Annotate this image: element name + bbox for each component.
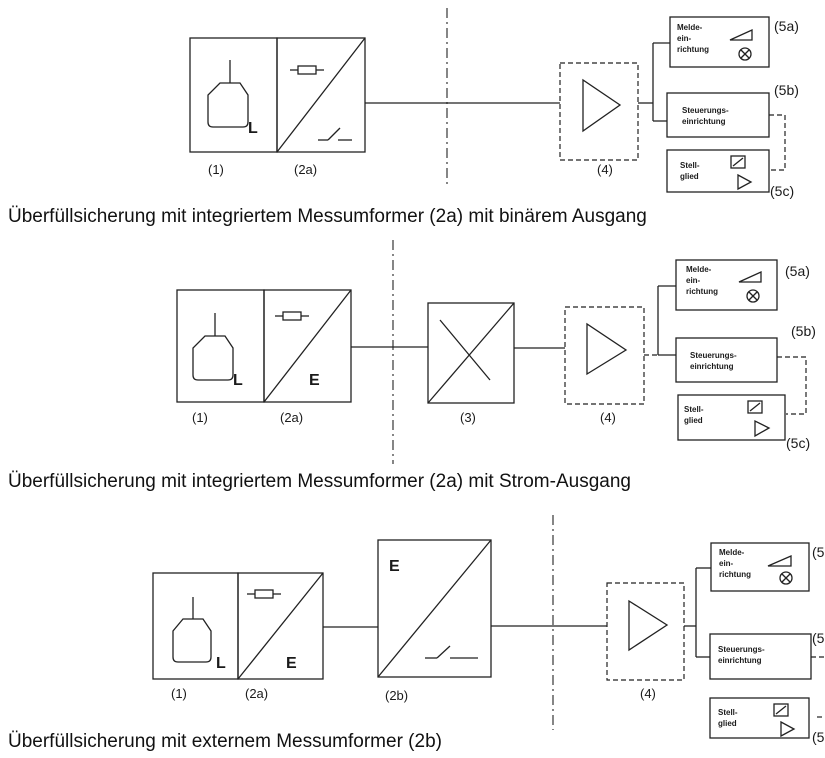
resistor-icon <box>275 311 309 321</box>
level-sensor-icon <box>207 60 249 128</box>
svg-text:(3): (3) <box>460 410 476 425</box>
svg-text:(5: (5 <box>812 729 825 745</box>
level-letter: L <box>248 120 258 137</box>
svg-text:(5a): (5a) <box>774 18 799 34</box>
svg-text:Stell-glied: Stell-glied <box>684 405 704 425</box>
svg-text:(5: (5 <box>812 544 825 560</box>
svg-text:(2b): (2b) <box>385 688 408 703</box>
svg-text:(2a): (2a) <box>245 686 268 701</box>
amplifier-box <box>559 62 639 161</box>
svg-text:(5c): (5c) <box>786 435 810 451</box>
control-unit-box <box>675 337 778 383</box>
diagram-current-output: L E Melde-ein-richtung (5a) <box>8 240 816 492</box>
diagram-external-converter: L E E Melde-ein-richtung <box>8 515 825 752</box>
svg-text:E: E <box>286 655 297 672</box>
svg-text:(2a): (2a) <box>280 410 303 425</box>
svg-text:(1): (1) <box>208 162 224 177</box>
svg-text:(5b): (5b) <box>774 82 799 98</box>
lamp-icon <box>738 47 752 61</box>
level-sensor-icon <box>172 597 212 663</box>
svg-text:(2a): (2a) <box>294 162 317 177</box>
svg-text:L: L <box>216 655 226 672</box>
svg-text:Melde-ein-richtung: Melde-ein-richtung <box>686 265 718 296</box>
converter-box <box>276 37 366 153</box>
svg-text:Melde-ein-richtung: Melde-ein-richtung <box>677 23 709 54</box>
actuator-icon <box>773 703 796 738</box>
svg-text:Stell-glied: Stell-glied <box>718 708 738 728</box>
svg-text:(5: (5 <box>812 630 825 646</box>
actuator-box <box>666 149 770 193</box>
caption-1: Überfüllsicherung mit integriertem Messu… <box>8 206 647 227</box>
control-unit-box <box>666 92 770 138</box>
lamp-icon <box>779 571 793 585</box>
actuator-icon <box>730 155 753 191</box>
svg-text:(5a): (5a) <box>785 263 810 279</box>
amplifier-triangle-icon <box>586 322 628 376</box>
sensor-box <box>189 37 278 153</box>
caption-2: Überfüllsicherung mit integriertem Messu… <box>8 471 631 492</box>
svg-text:(4): (4) <box>640 686 656 701</box>
signalling-device-box <box>669 16 770 68</box>
converter-box <box>263 289 352 403</box>
resistor-icon <box>290 65 324 75</box>
svg-text:(5c): (5c) <box>770 183 794 199</box>
svg-text:(1): (1) <box>192 410 208 425</box>
lamp-icon <box>746 289 760 303</box>
horn-icon <box>729 28 753 41</box>
amplifier-triangle-icon <box>582 78 622 133</box>
resistor-icon <box>247 589 281 599</box>
svg-text:L: L <box>233 372 243 389</box>
svg-text:(4): (4) <box>597 162 613 177</box>
isolator-box <box>427 302 515 404</box>
diagram-binary-output: L Melde-ein-richtung <box>8 8 799 227</box>
svg-text:Steuerungs-einrichtung: Steuerungs-einrichtung <box>690 351 737 371</box>
signalling-device-box <box>675 259 778 311</box>
horn-icon <box>738 270 762 283</box>
svg-text:Stell-glied: Stell-glied <box>680 161 700 181</box>
external-converter-box <box>377 539 492 678</box>
amplifier-triangle-icon <box>628 599 669 652</box>
svg-text:E: E <box>309 372 320 389</box>
svg-text:Steuerungs-einrichtung: Steuerungs-einrichtung <box>682 106 729 126</box>
amplifier-box <box>606 582 685 681</box>
switch-contact-icon <box>425 645 478 659</box>
svg-text:(1): (1) <box>171 686 187 701</box>
horn-icon <box>767 555 792 567</box>
svg-text:E: E <box>389 558 400 575</box>
svg-text:(5b): (5b) <box>791 323 816 339</box>
signalling-device-box <box>710 542 810 592</box>
sensor-box <box>176 289 265 403</box>
converter-box <box>237 572 324 680</box>
amplifier-box <box>564 306 645 405</box>
actuator-icon <box>747 400 771 438</box>
level-sensor-icon <box>192 313 234 381</box>
svg-text:Melde-ein-richtung: Melde-ein-richtung <box>719 548 751 579</box>
switch-contact-icon <box>318 127 352 141</box>
svg-text:(4): (4) <box>600 410 616 425</box>
converter-diagonal <box>276 37 366 153</box>
actuator-box <box>677 394 786 441</box>
actuator-box <box>709 697 810 739</box>
caption-3: Überfüllsicherung mit externem Messumfor… <box>8 731 442 752</box>
svg-text:Steuerungs-einrichtung: Steuerungs-einrichtung <box>718 645 765 665</box>
